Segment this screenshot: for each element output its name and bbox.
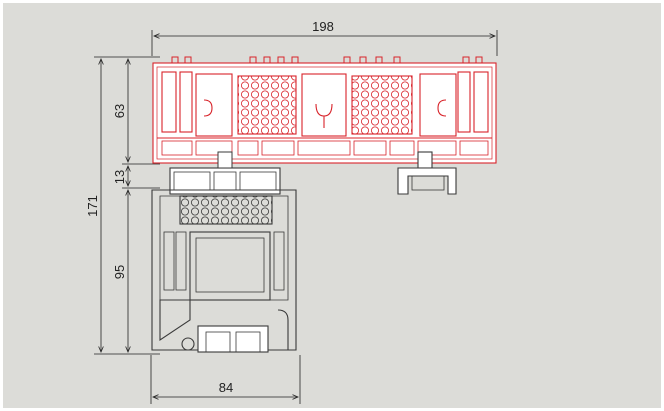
lower-gray-profile (151, 151, 297, 353)
right-track-profile (397, 151, 457, 195)
dimension-gap-height-label: 13 (112, 170, 127, 184)
dimension-top-width-label: 198 (312, 19, 334, 34)
upper-red-profile (152, 56, 497, 164)
dimension-upper-height-label: 63 (112, 104, 127, 118)
dimension-bottom-width-label: 84 (219, 380, 233, 395)
dimension-top-width (151, 30, 498, 56)
dimension-lower-height-label: 95 (112, 265, 127, 279)
dimension-left-heights (94, 56, 160, 355)
dimension-total-height-label: 171 (85, 195, 100, 217)
dimension-bottom-width (150, 355, 301, 404)
